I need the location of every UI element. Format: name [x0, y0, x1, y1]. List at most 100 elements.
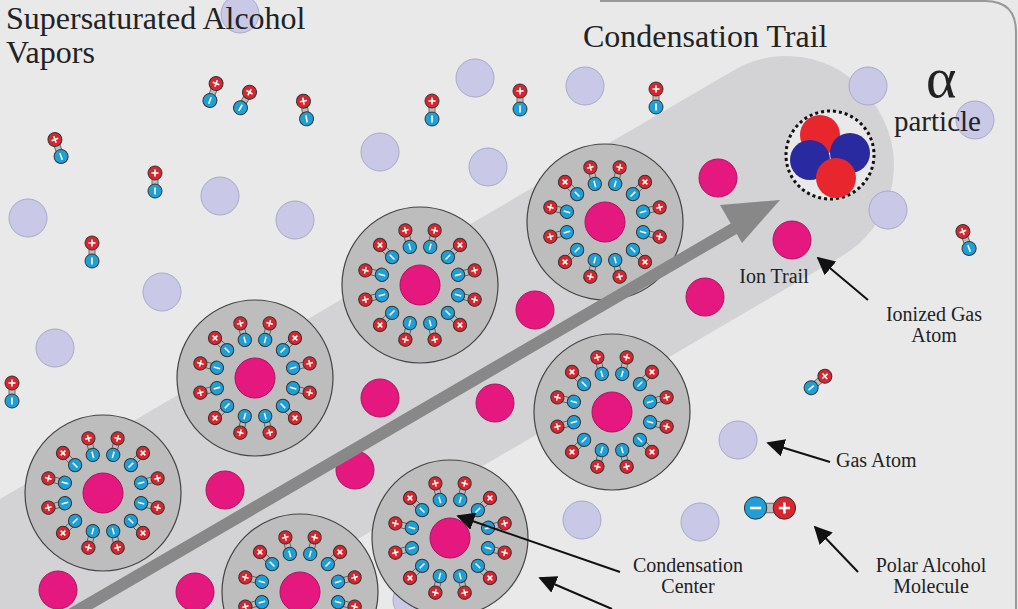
leader-arrow	[540, 578, 612, 609]
droplet	[534, 334, 690, 490]
ion	[516, 291, 554, 329]
polar-molecule	[549, 414, 582, 435]
leader-arrow	[815, 527, 858, 572]
polar-molecule	[401, 556, 432, 587]
polar-molecule	[231, 83, 259, 118]
polar-molecule	[438, 236, 469, 267]
polar-molecule	[401, 489, 432, 520]
polar-molecule	[607, 252, 628, 285]
polar-molecule	[251, 543, 282, 574]
gas-atom	[361, 133, 399, 171]
polar-molecule	[513, 84, 527, 116]
gas-atom	[143, 273, 181, 311]
ion	[476, 384, 514, 422]
polar-molecule	[232, 408, 253, 441]
polar-molecule	[133, 495, 166, 516]
gas-atom	[719, 421, 757, 459]
ion	[699, 159, 737, 197]
polar-molecule	[121, 511, 152, 542]
leader-arrow	[458, 516, 620, 572]
polar-molecule	[468, 556, 499, 587]
polar-molecule	[5, 376, 19, 408]
alpha-symbol: α	[926, 48, 986, 109]
ion	[686, 278, 724, 316]
polar-molecule	[630, 430, 661, 461]
polar-molecule	[285, 380, 318, 401]
polar-molecule	[397, 315, 418, 348]
leaders	[458, 258, 868, 609]
polar-molecule	[330, 594, 363, 609]
leader-arrow	[768, 443, 830, 462]
polar-molecule	[371, 236, 402, 267]
polar-molecule	[549, 389, 582, 410]
polar-molecule	[623, 173, 654, 204]
polar-molecule	[192, 380, 225, 401]
polar-molecule	[357, 262, 390, 283]
polar-molecule	[371, 303, 402, 334]
gas-atom	[469, 148, 507, 186]
polar-molecule	[450, 287, 483, 308]
polar-molecule	[121, 444, 152, 475]
polar-molecule	[148, 166, 162, 198]
ions	[39, 159, 811, 609]
leader-arrow	[818, 258, 868, 300]
polar-molecule	[387, 540, 420, 561]
gas-atom	[849, 67, 887, 105]
callout-label: Polar Alcohol Molecule	[856, 555, 1006, 597]
polar-molecule	[46, 131, 70, 166]
polar-molecule	[85, 236, 99, 268]
polar-molecule	[54, 444, 85, 475]
polar-molecule	[614, 349, 635, 382]
polar-molecule	[642, 414, 675, 435]
polar-molecule	[422, 315, 443, 348]
polar-molecule	[237, 569, 270, 590]
condensation-trail-band	[0, 17, 933, 609]
polar-molecule	[133, 470, 166, 491]
polar-molecule	[438, 303, 469, 334]
polar-molecule	[427, 475, 448, 508]
polar-molecule	[105, 430, 126, 463]
polar-molecule	[40, 470, 73, 491]
polar-molecule	[80, 430, 101, 463]
polar-molecule	[635, 224, 668, 245]
callout-label: Gas Atom	[836, 450, 946, 471]
polar-molecule	[563, 363, 594, 394]
gas-atom	[36, 329, 74, 367]
polar-molecule	[387, 515, 420, 536]
gas-atom	[456, 59, 494, 97]
polar-molecule	[630, 363, 661, 394]
polar-molecule	[556, 240, 587, 271]
trajectory-arrow	[70, 200, 780, 609]
gas-atoms	[9, 0, 994, 609]
polar-molecule	[295, 93, 314, 127]
polar-molecule	[649, 82, 663, 114]
callout-label: Ionized Gas Atom	[864, 304, 1004, 346]
ion	[39, 571, 77, 609]
polar-molecule	[397, 222, 418, 255]
polar-molecule	[330, 569, 363, 590]
polar-molecule	[582, 252, 603, 285]
polar-molecule	[589, 442, 610, 475]
polar-molecule	[232, 315, 253, 348]
polar-molecule	[563, 430, 594, 461]
callout-label: Condensation Center	[618, 555, 758, 597]
polar-molecule	[105, 523, 126, 556]
polar-molecule	[607, 159, 628, 192]
polar-molecule	[452, 568, 473, 601]
vapor-label: Supersaturated Alcohol Vapors	[6, 2, 376, 69]
alpha-particle	[786, 111, 874, 199]
polar-molecule	[80, 523, 101, 556]
polar-molecule	[635, 199, 668, 220]
polar-molecule	[201, 75, 225, 110]
trail-title: Condensation Trail	[583, 20, 913, 54]
gas-atom	[869, 191, 907, 229]
polar-molecule	[542, 224, 575, 245]
gas-atom	[201, 177, 239, 215]
polar-molecule	[801, 366, 835, 397]
gas-atom	[681, 503, 719, 541]
droplet	[342, 207, 498, 363]
sample-molecule	[744, 497, 795, 519]
gas-atom	[9, 199, 47, 237]
ion	[773, 221, 811, 259]
